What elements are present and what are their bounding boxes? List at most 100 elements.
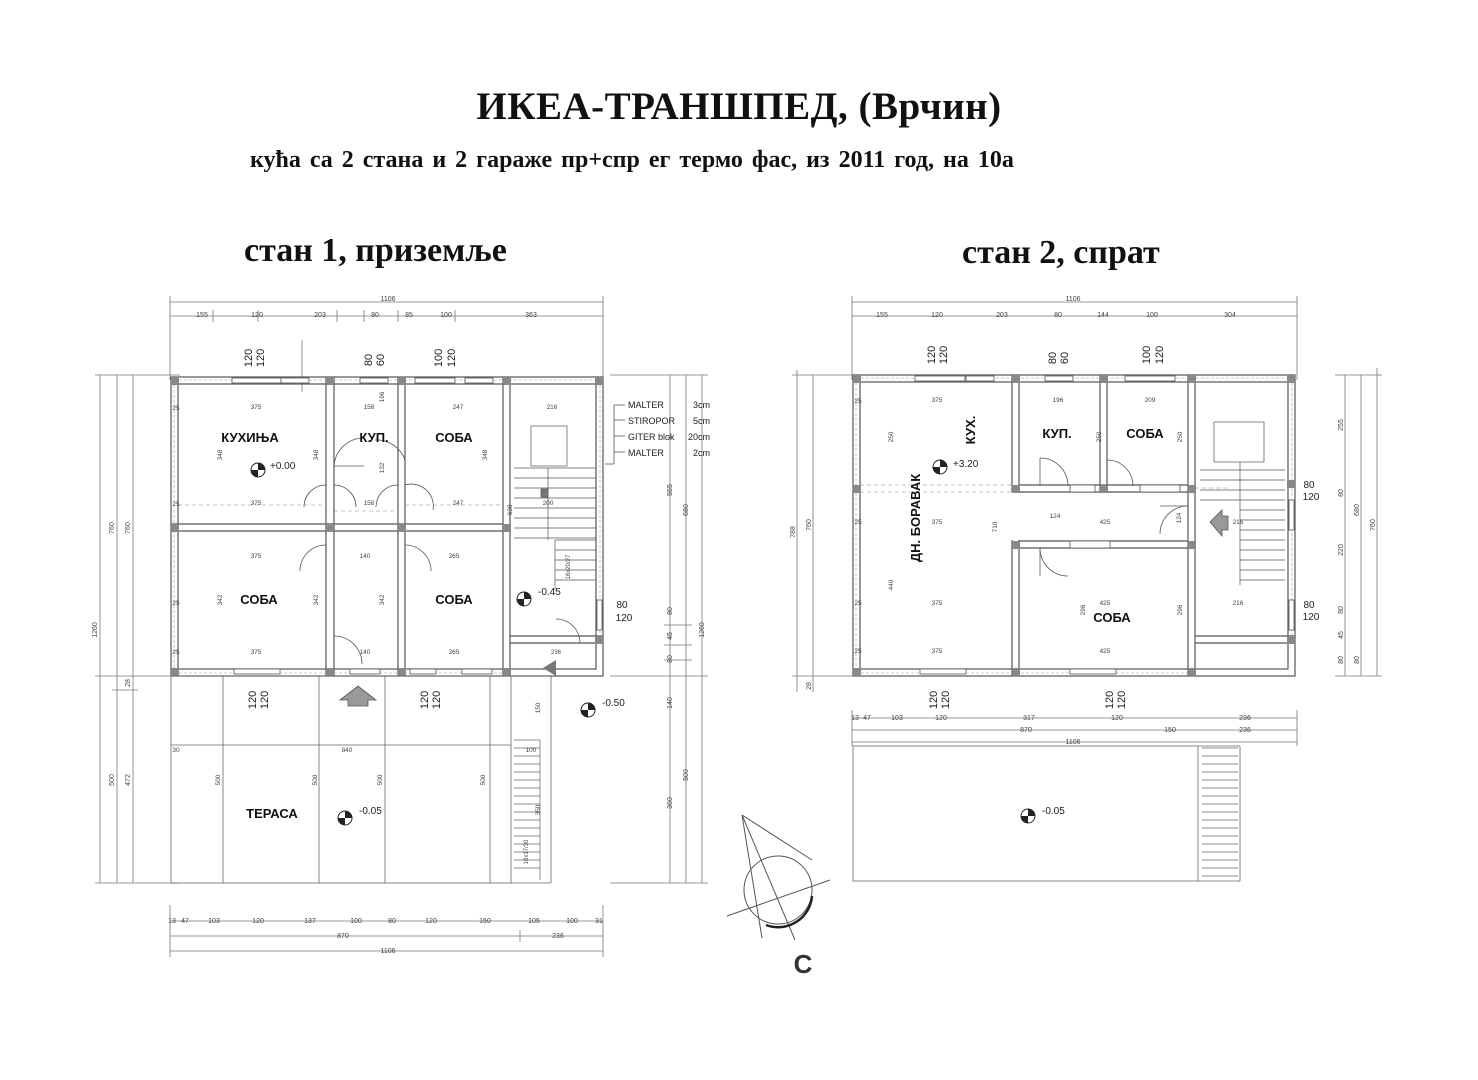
plan2-room-dim: 124 — [1050, 513, 1061, 520]
plan2-top-dim: 304 — [1224, 312, 1236, 319]
plan2-bottom-dim: 47 — [863, 715, 871, 722]
plan1-room-dim: 25 — [172, 600, 180, 607]
plan1-level: +0.00 — [270, 461, 296, 472]
plan1-terrace-stairs — [514, 739, 541, 880]
plan1-opening-right: 80 — [616, 600, 628, 611]
plan2-right-dim: 80 — [1338, 489, 1345, 497]
plan2-top-dim: 100 — [1146, 312, 1158, 319]
plan1-stair-label: 16x20/27 — [566, 554, 572, 579]
plan2-title: стан 2, спрат — [962, 234, 1160, 271]
plan1-stair-dim: 236 — [551, 650, 562, 656]
plan2-room-dim: 124 — [1176, 512, 1183, 523]
plan2-corridor — [860, 484, 1230, 493]
plan1-left-dim: 1260 — [92, 622, 99, 638]
plan1-room-dim: 500 — [377, 774, 384, 785]
plan2-entrance-arrow-icon — [1209, 509, 1229, 538]
plan1-right-dim: 80 — [667, 655, 674, 663]
plan1-top-dim: 363 — [525, 312, 537, 319]
plan2-room-dim: 296 — [1080, 604, 1087, 615]
plan1-right-dim: 360 — [667, 797, 674, 809]
plan2-room-bath: КУП. — [1042, 426, 1071, 441]
plan2-left-dim: 760 — [806, 519, 813, 531]
wall-layer-material: MALTER — [628, 448, 664, 458]
level-marker-icon — [932, 459, 948, 475]
plan1-room-dim: 348 — [217, 449, 224, 460]
plan1-room-dim: 200 — [543, 500, 554, 507]
plan1-opening: 100 — [433, 349, 445, 367]
plan2-right-dim: 45 — [1338, 631, 1345, 639]
plan2-room-dim: 25 — [854, 519, 862, 526]
plan2-bottom-dim: 317 — [1023, 715, 1035, 722]
plan2-opening-bottom: 120 — [1116, 691, 1128, 709]
plan1-bottom-dim: 105 — [528, 918, 540, 925]
plan1-top-dim: 100 — [440, 312, 452, 319]
plan1-right-dim: 45 — [667, 632, 674, 640]
plan1-room-dim: 342 — [217, 594, 224, 605]
plan2-terrace-outline — [852, 745, 1241, 882]
plan1-terrace-outline — [170, 675, 552, 884]
plan2-room-dim: 25 — [854, 648, 862, 655]
wall-layer-material: GITER blok — [628, 432, 675, 442]
plan1-title: стан 1, приземље — [244, 232, 507, 269]
plan2-room-dim: 25 — [854, 398, 862, 405]
page-title: ИКЕА-ТРАНШПЕД, (Врчин) — [476, 85, 1002, 128]
plan2-columns — [853, 375, 1295, 676]
plan1-bottom-dim: 120 — [252, 918, 264, 925]
plan1-room-dim: 140 — [360, 553, 371, 560]
plan1-opening: 60 — [375, 354, 387, 366]
plan1-room-sw: СОБА — [240, 592, 278, 607]
plan1-level-markers — [250, 462, 596, 826]
plan1-left-dim: 760 — [109, 522, 116, 534]
plan2-windows — [914, 375, 1295, 675]
plan2: 1106 155 120 203 80 144 100 304 120 120 … — [790, 296, 1382, 882]
plan1-room-dim: 375 — [251, 649, 262, 656]
plan2-room-dim: 196 — [1053, 397, 1064, 404]
plan1-corridor — [178, 504, 503, 512]
plan2-opening: 60 — [1059, 352, 1071, 364]
level-marker-icon — [516, 591, 532, 607]
north-label: С — [794, 949, 813, 979]
plan1-room-dim: 500 — [312, 774, 319, 785]
plan1-room-dim: 342 — [379, 594, 386, 605]
plan2-opening: 120 — [938, 346, 950, 364]
plan2-right-dim: 760 — [1370, 519, 1377, 531]
plan1-bottom-mid: 236 — [552, 933, 564, 940]
plan2-top-dim: 144 — [1097, 312, 1109, 319]
plan1-opening: 120 — [446, 349, 458, 367]
level-marker-icon — [250, 462, 266, 478]
plan1-wall-insulation — [173, 379, 601, 674]
plan1-level: -0.05 — [359, 806, 382, 817]
plan1-left-dim: 472 — [125, 774, 132, 786]
plan2-right-dim: 80 — [1354, 656, 1361, 664]
plan2-total-width: 1106 — [1065, 296, 1080, 303]
plan1-columns — [171, 377, 603, 676]
plan1-bottom-dim: 150 — [479, 918, 491, 925]
plan2-bottom-total: 1106 — [1065, 739, 1080, 746]
plan2-room-dim: 425 — [1100, 519, 1111, 526]
plan1-room-dim: 265 — [449, 553, 460, 560]
plan2-terrace-stairs — [1202, 747, 1238, 877]
plan2-opening-bottom: 120 — [940, 691, 952, 709]
plan2-room-kitchen: КУХ. — [963, 416, 978, 445]
plan1-room-dim: 840 — [342, 747, 353, 754]
plan2-room-dim: 296 — [1177, 604, 1184, 615]
plan2-right-dim: 255 — [1338, 419, 1345, 431]
plan1-bottom-mid: 870 — [337, 933, 349, 940]
plan2-opening: 100 — [1141, 346, 1153, 364]
plan1-top-dim: 203 — [314, 312, 326, 319]
plan1-opening-bottom: 120 — [247, 691, 259, 709]
plan2-room-dim: 425 — [1100, 600, 1111, 607]
plan1-right-dim: 140 — [667, 697, 674, 709]
plan2-bottom-dimension-lines — [851, 710, 1298, 746]
plan2-opening-bottom: 120 — [1104, 691, 1116, 709]
plan2-top-dim: 120 — [931, 312, 943, 319]
wall-layer-thickness: 2cm — [693, 448, 710, 458]
plan1-level: -0.45 — [538, 587, 561, 598]
plan1-bottom-dimension-lines — [169, 905, 604, 957]
wall-layer-material: MALTER — [628, 400, 664, 410]
plan1-opening-bottom: 120 — [431, 691, 443, 709]
plan1-room-dim: 196 — [379, 391, 386, 402]
plan1-right-dim: 680 — [683, 504, 690, 516]
plan2-room-ne: СОБА — [1126, 426, 1164, 441]
